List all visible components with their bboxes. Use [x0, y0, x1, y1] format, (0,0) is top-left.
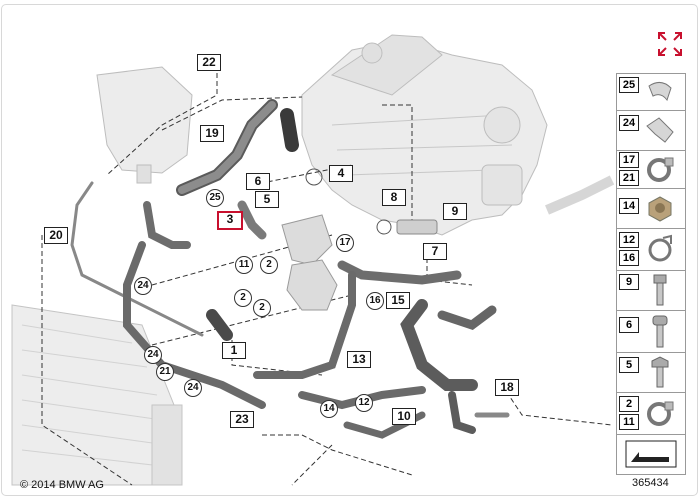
circle-callout-24: 24 — [134, 277, 152, 295]
bolt-icon — [652, 315, 668, 348]
circle-callout-21: 21 — [156, 363, 174, 381]
parts-legend: 25 24 17 21 14 12 — [616, 73, 686, 475]
expansion-tank — [96, 66, 193, 184]
legend-label: 11 — [619, 414, 639, 430]
legend-row: 9 — [617, 270, 685, 311]
legend-row: 5 — [617, 352, 685, 393]
callout-22: 22 — [197, 54, 221, 71]
callout-15: 15 — [386, 292, 410, 309]
legend-row: 6 — [617, 310, 685, 353]
callout-4: 4 — [329, 165, 353, 182]
callout-8: 8 — [382, 189, 406, 206]
cooling-system-diagram — [11, 34, 615, 486]
hoses — [70, 99, 510, 439]
hose-clamp-icon — [647, 401, 674, 426]
callout-3: 3 — [217, 211, 243, 230]
diagram-frame: 22 19 4 6 5 3 8 9 7 20 1 15 13 23 10 18 … — [1, 4, 698, 496]
legend-label: 9 — [619, 274, 639, 290]
legend-label: 14 — [619, 198, 639, 214]
legend-label: 25 — [619, 77, 639, 93]
expand-icon[interactable] — [657, 31, 683, 57]
callout-9: 9 — [443, 203, 467, 220]
circle-callout-17: 17 — [336, 234, 354, 252]
legend-row: 12 16 — [617, 228, 685, 271]
circle-callout-12: 12 — [355, 394, 373, 412]
callout-1: 1 — [222, 342, 246, 359]
legend-label: 5 — [619, 357, 639, 373]
bolt-icon — [653, 274, 667, 306]
radiator — [11, 304, 183, 486]
circle-callout-16: 16 — [366, 292, 384, 310]
legend-row: 17 21 — [617, 150, 685, 189]
circle-callout-24: 24 — [184, 379, 202, 397]
water-pump — [281, 214, 338, 311]
document-number: 365434 — [632, 477, 669, 489]
callout-5: 5 — [255, 191, 279, 208]
legend-label: 2 — [619, 396, 639, 412]
legend-label: 6 — [619, 317, 639, 333]
coolant-pipe — [545, 175, 615, 215]
arrow-icon[interactable] — [625, 440, 677, 468]
legend-row — [617, 434, 685, 474]
circle-callout-11: 11 — [235, 256, 253, 274]
spring-clamp-icon — [648, 234, 672, 262]
engine-block — [301, 34, 548, 236]
circle-callout-14: 14 — [320, 400, 338, 418]
legend-label: 21 — [619, 170, 639, 186]
callout-19: 19 — [200, 125, 224, 142]
circle-callout-25: 25 — [206, 189, 224, 207]
legend-row: 2 11 — [617, 392, 685, 435]
callout-7: 7 — [423, 243, 447, 260]
circle-callout-2: 2 — [260, 256, 278, 274]
callout-20: 20 — [44, 227, 68, 244]
callout-6: 6 — [246, 173, 270, 190]
legend-label: 17 — [619, 152, 639, 168]
legend-label: 24 — [619, 115, 639, 131]
circle-callout-2: 2 — [253, 299, 271, 317]
callout-13: 13 — [347, 351, 371, 368]
legend-row: 14 — [617, 188, 685, 229]
thermostat-housing — [305, 168, 438, 235]
legend-row: 25 — [617, 74, 685, 111]
nut-icon — [648, 196, 672, 222]
callout-18: 18 — [495, 379, 519, 396]
bolt-icon — [651, 356, 669, 388]
legend-row: 24 — [617, 110, 685, 151]
callout-10: 10 — [392, 408, 416, 425]
clip-icon — [646, 117, 674, 143]
circle-callout-24: 24 — [144, 346, 162, 364]
copyright-text: © 2014 BMW AG — [20, 479, 104, 491]
callout-23: 23 — [230, 411, 254, 428]
legend-label: 16 — [619, 250, 639, 266]
hose-clamp-icon — [647, 157, 674, 182]
clamp-icon — [648, 82, 672, 102]
legend-label: 12 — [619, 232, 639, 248]
circle-callout-2: 2 — [234, 289, 252, 307]
